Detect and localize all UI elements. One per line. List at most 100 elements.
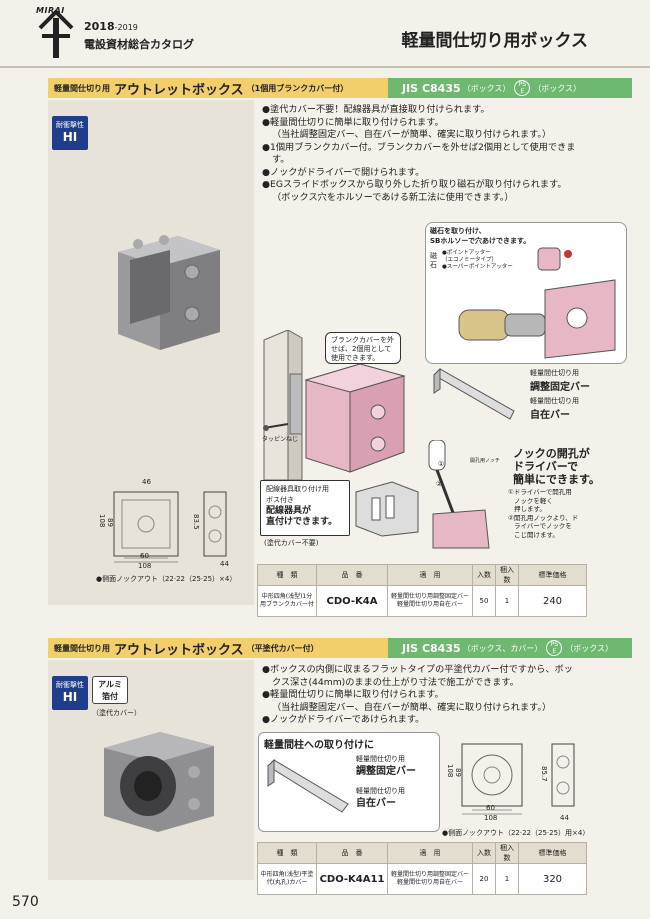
feature-item: ●軽量間仕切りに簡単に取り付けられます。 (262, 689, 444, 700)
table-cell-pack: 1 (495, 863, 519, 895)
knock-steps: ①ドライバーで開孔用 ノックを軽く 押します。 ②開孔用ノックより、ド ライバー… (508, 488, 579, 539)
table-cell-apply: 軽量間仕切り用調整固定バー軽量間仕切り用自在バー (387, 863, 473, 895)
dim-108-horiz: 108 (138, 562, 152, 570)
dim2-44: 44 (560, 814, 569, 822)
feature-item: ●1個用ブランクカバー付。ブランクカバーを外せば2個用として使用できま (262, 141, 576, 153)
section2-bar2-name: 自在バー (356, 798, 396, 809)
dim-46: 46 (142, 478, 151, 486)
section1-header: 軽量間仕切り用 アウトレットボックス （1個用ブランクカバー付） JIS C84… (48, 78, 632, 98)
table-header-row: 種 類 品 番 適 用 入数 梱入数 標準価格 (257, 564, 587, 586)
dim-60: 60 (140, 552, 149, 560)
mount-title: 軽量間柱への取り付けに (264, 740, 374, 751)
magnet-detail-illustration (537, 247, 572, 271)
section1-product-note: （1個用ブランクカバー付） (246, 83, 349, 93)
section1-spec-table: 種 類 品 番 適 用 入数 梱入数 標準価格 中形四角(浅型)1分用ブランクカ… (257, 564, 587, 617)
magnet-note-2: SBホルソーで穴あけできます。 (430, 237, 531, 245)
dim-108-vert: 108 (98, 514, 106, 528)
feature-item: ●ノックがドライバーで開けられます。 (262, 166, 425, 178)
table-cell-apply: 軽量間仕切り用調整固定バー軽量間仕切り用自在バー (387, 585, 473, 617)
section2-category: 軽量間仕切り用 (54, 643, 110, 653)
table-cell-type: 中形四角(浅型)1分用ブランクカバー付 (257, 585, 317, 617)
section1-box-illustration (304, 363, 406, 473)
holesaw-illustration (458, 279, 616, 359)
tapping-screw-label: タッピンねじ (262, 436, 299, 443)
dim2-108-vert: 108 (446, 764, 454, 778)
section2-title-bar: 軽量間仕切り用 アウトレットボックス （平塗代カバー付） (48, 638, 388, 658)
section1-image-panel (48, 100, 254, 605)
dim-83-5: 83.5 (192, 514, 200, 530)
section2-jis-note: （ボックス、カバー） (462, 643, 543, 653)
table-header: 品 番 (316, 842, 388, 864)
dim2-108-horiz: 108 (484, 814, 498, 822)
wiring-note-tail: (塗代カバー不要) (264, 539, 319, 547)
section1-title-bar: 軽量間仕切り用 アウトレットボックス （1個用ブランクカバー付） (48, 78, 388, 98)
wiring-device-illustration (355, 481, 419, 537)
section2-hi-badge: 耐衝撃性 HI (52, 676, 88, 710)
table-header: 入数 (472, 842, 496, 864)
bar2-name: 自在バー (530, 410, 570, 421)
feature-item: （ボックス穴をホルソーであける新工法に使用できます。） (272, 191, 514, 203)
table-header: 種 類 (257, 564, 317, 586)
section2-bar-illustration (267, 758, 349, 813)
table-cell-code: CDO-K4A11 (316, 863, 388, 895)
section1-feature-list: ●塗代カバー不要！配線器具が直接取り付けられます。 ●軽量間仕切りに簡単に取り付… (262, 104, 575, 204)
section1-jis-note: （ボックス） (462, 83, 511, 93)
table-header: 梱入数 (495, 842, 519, 864)
feature-item: す。 (272, 154, 290, 165)
knock-callout-title: ノックの開孔が ドライバーで 簡単にできます。 (513, 447, 600, 486)
section1-dimension-drawing (113, 491, 227, 563)
table-cell-qty: 50 (472, 585, 496, 617)
section1-knockout-note: ●側面ノックアウト（22·22（25·25）×4） (96, 575, 237, 583)
section1-product-name: アウトレットボックス (114, 82, 244, 98)
adjustable-bar-illustration (433, 367, 515, 420)
table-header: 標準価格 (518, 842, 587, 864)
magnet-item-list: ●ポイントアッター （エコノミータイプ） ●スーパーポイントアッター (442, 250, 513, 270)
feature-item: ●軽量間仕切りに簡単に取り付けられます。 (262, 116, 444, 128)
blank-cover-note: ブランクカバーを外せば、2個用として使用できます。 (325, 332, 401, 364)
section2-feature-list: ●ボックスの内側に収まるフラットタイプの平塗代カバー付ですから、ボッ クス深さ(… (262, 664, 573, 727)
section2-spec-table: 種 類 品 番 適 用 入数 梱入数 標準価格 中形四角(浅型)平塗代(丸孔)カ… (257, 842, 587, 895)
feature-item: （当社調整固定バー、自在バーが簡単、確実に取り付けられます。） (272, 129, 552, 140)
table-header: 入数 (472, 564, 496, 586)
table-header: 種 類 (257, 842, 317, 864)
magnet-note-1: 磁石を取り付け、 (430, 227, 486, 235)
table-header: 標準価格 (518, 564, 587, 586)
section2-pse-note: （ボックス） (565, 643, 614, 653)
header-divider (0, 66, 650, 68)
section2-mount-panel (258, 732, 440, 832)
feature-item: ●EGスライドボックスから取り外した折り取り磁石が取り付けられます。 (262, 179, 567, 190)
driver-illustration (428, 440, 490, 549)
table-row: 中形四角(浅型)平塗代(丸孔)カバー CDO-K4A11 軽量間仕切り用調整固定… (257, 863, 587, 895)
dim-89-vert: 89 (106, 518, 114, 527)
bar1-small-label: 軽量間仕切り用 (530, 369, 579, 377)
table-header: 品 番 (316, 564, 388, 586)
dim-44: 44 (220, 560, 229, 568)
page-title: 軽量間仕切り用ボックス (401, 31, 589, 51)
step1-marker: ① (438, 460, 445, 468)
section1-category: 軽量間仕切り用 (54, 83, 110, 93)
section2-bar1-name: 調整固定バー (356, 766, 416, 777)
section2-product-photo (104, 732, 214, 832)
page-header (0, 0, 650, 68)
cover-note: （塗代カバー） (92, 709, 141, 717)
section1-hi-badge: 耐衝撃性 HI (52, 116, 88, 150)
table-cell-price: 240 (518, 585, 587, 617)
knock-mini-label: 開孔用ノッチ (470, 458, 500, 464)
section2-product-name: アウトレットボックス (114, 642, 244, 658)
wiring-callout: 配線器具取り付け用 ボス付き 配線器具が 直付けできます。 (260, 480, 350, 536)
section1-jis: JIS C8435 (402, 81, 461, 95)
section2-knockout-note: ●側面ノックアウト（22·22（25·25）用×4） (442, 829, 590, 837)
dim2-85-7: 85.7 (540, 766, 548, 782)
table-cell-type: 中形四角(浅型)平塗代(丸孔)カバー (257, 863, 317, 895)
mirai-logo-icon (38, 9, 74, 58)
bar2-small-label: 軽量間仕切り用 (530, 397, 579, 405)
section2-product-note: （平塗代カバー付） (246, 643, 319, 653)
step2-marker: ② (436, 480, 443, 488)
magnet-label: 磁石 (430, 252, 437, 269)
section2-bar1-small: 軽量間仕切り用 (356, 755, 405, 763)
section2-dimension-drawing (461, 743, 575, 815)
